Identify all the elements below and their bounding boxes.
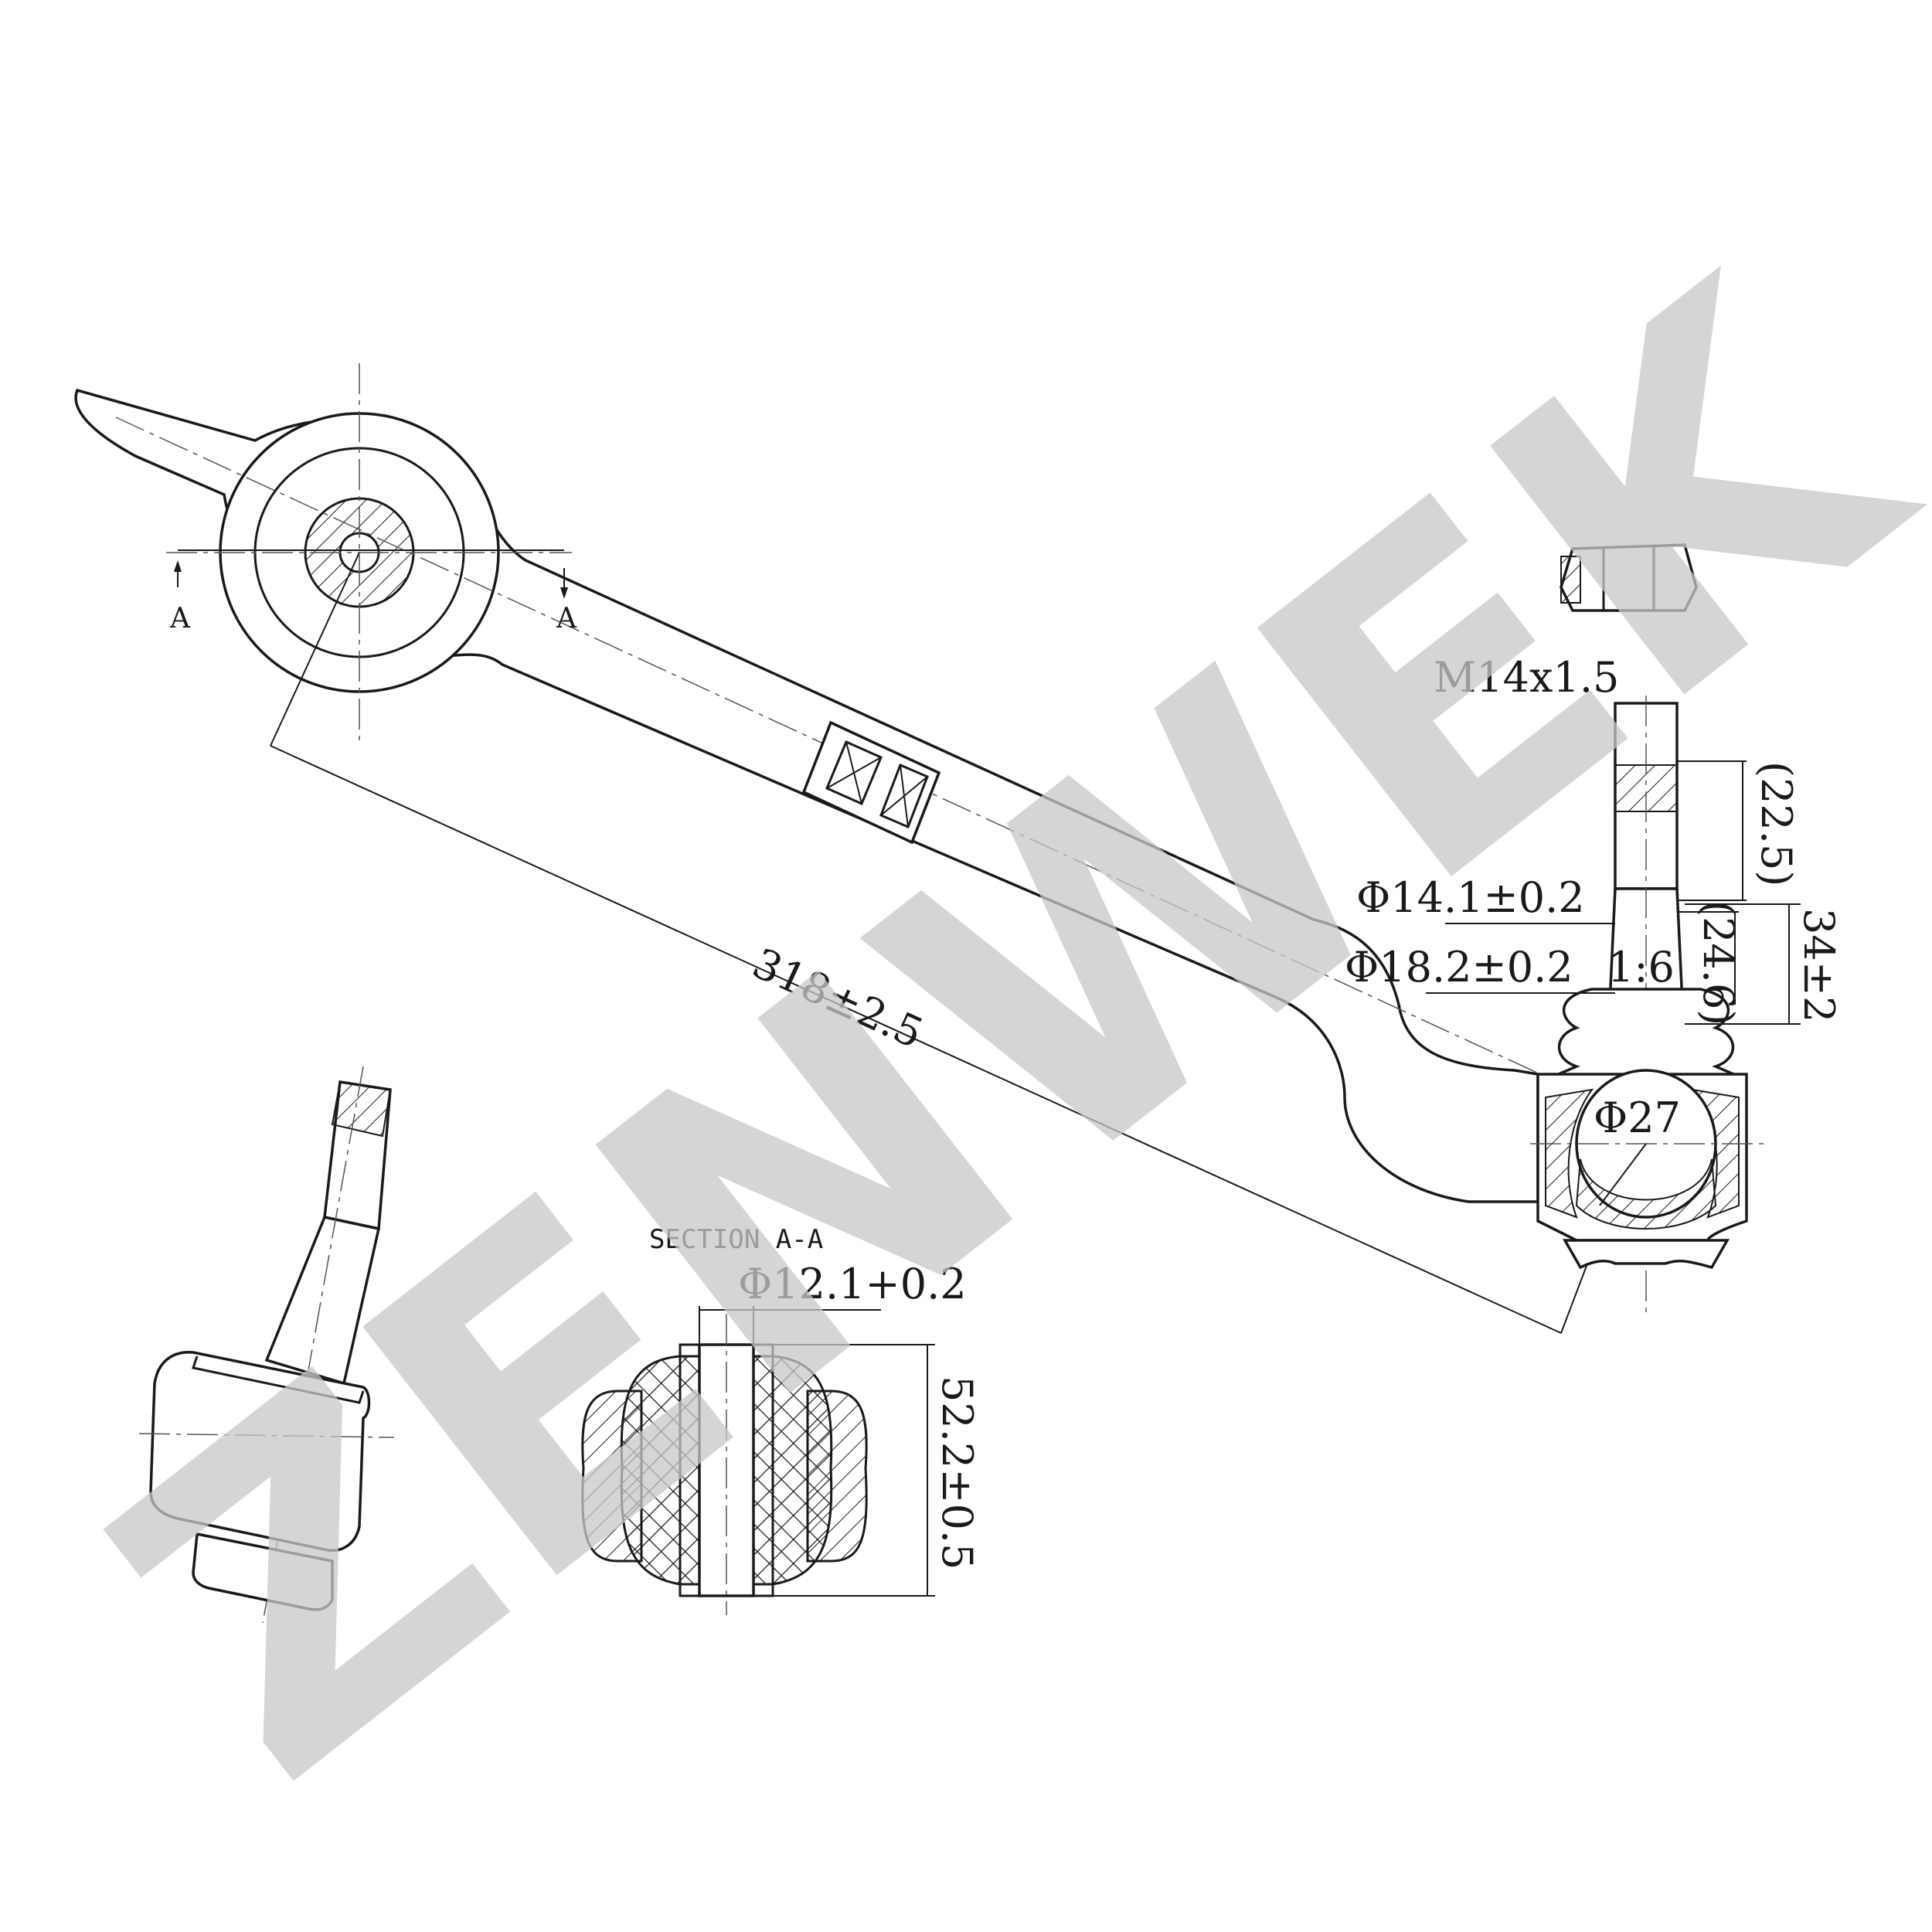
ball-stud-iso	[138, 1066, 395, 1624]
dia-small-label: Φ14.1±0.2	[1356, 873, 1585, 922]
bushing-bore-label: Φ12.1+0.2	[738, 1260, 967, 1308]
thread-length-label: (22.5)	[1752, 761, 1801, 886]
section-markers: A A	[169, 549, 577, 634]
ball-dia-label: Φ27	[1594, 1094, 1681, 1142]
control-arm	[74, 363, 1608, 1203]
ball-joint	[1530, 696, 1770, 1314]
iso-bottom-cap	[192, 1532, 334, 1611]
bushing-section: SECTION A-A Φ12.1+0.2 52.2±0.5	[581, 1224, 981, 1615]
taper-label: 1:6	[1607, 943, 1675, 992]
ball-seat-hatch	[1575, 1158, 1717, 1230]
section-mark-right: A	[556, 603, 577, 634]
dia-large-label: Φ18.2±0.2	[1345, 943, 1573, 992]
stud-height-label: 34±2	[1794, 908, 1843, 1022]
hex-adjuster	[801, 720, 941, 845]
iso-housing	[149, 1351, 371, 1552]
bushing-width-label: 52.2±0.5	[933, 1376, 981, 1570]
ball-joint-dimensions: M14x1.5 (22.5) 34±2 (24.6) Φ14.1±0.2 Φ18…	[1345, 653, 1843, 1206]
taper-length-label: (24.6)	[1694, 900, 1743, 1026]
section-title: SECTION A-A	[649, 1224, 823, 1255]
lock-nut	[1560, 543, 1698, 612]
thread-label: M14x1.5	[1434, 653, 1619, 702]
bottom-cap	[1562, 1239, 1730, 1270]
section-mark-left: A	[169, 603, 191, 634]
